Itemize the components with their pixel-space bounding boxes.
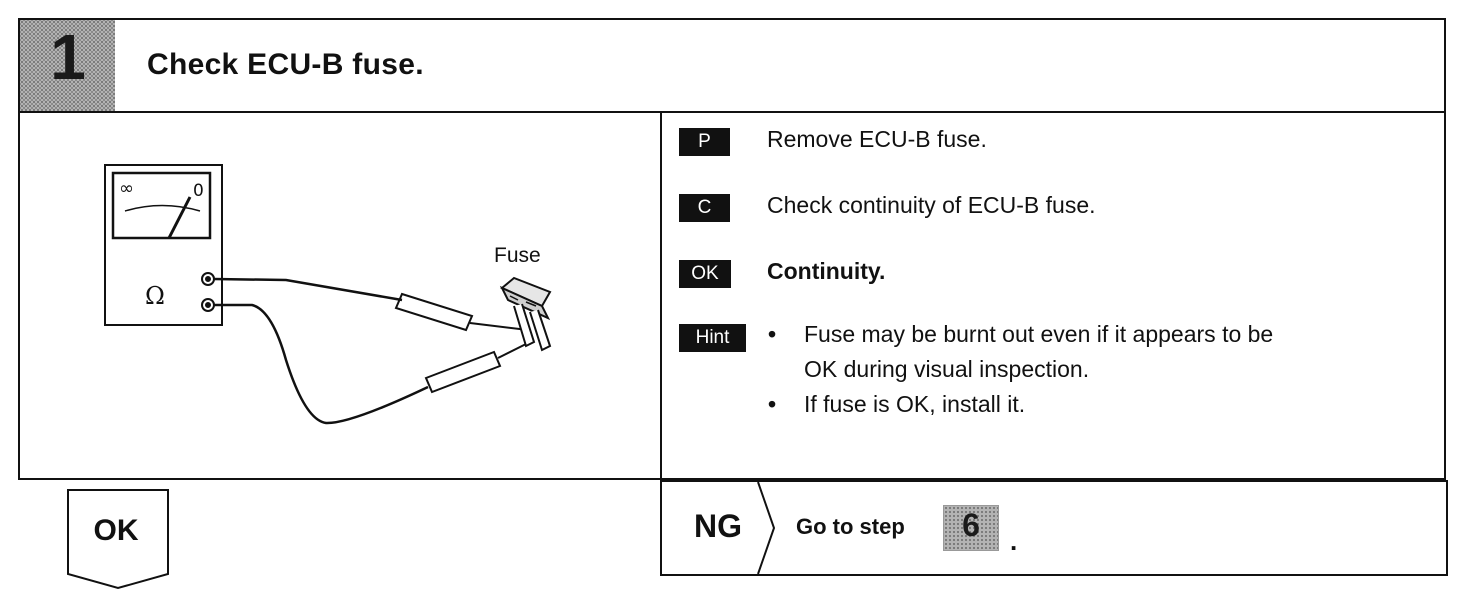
hint-bullet-2: • <box>768 391 777 417</box>
step-number-tile <box>20 20 115 111</box>
ng-result-label: NG <box>694 508 742 544</box>
meter-needle <box>167 196 192 239</box>
probe-top <box>394 292 474 332</box>
column-divider <box>660 112 662 480</box>
ok-text: Continuity. <box>767 258 886 284</box>
hint-2: If fuse is OK, install it. <box>804 391 1026 417</box>
hint-bullet-1: • <box>768 321 777 347</box>
ohm-symbol: Ω <box>145 282 165 310</box>
hint-1-line-2: OK during visual inspection. <box>804 356 1090 382</box>
goto-step-tile[interactable] <box>943 505 999 551</box>
meter-zero-mark: 0 <box>193 181 204 201</box>
step-box <box>18 18 1446 480</box>
meter-scale <box>124 204 201 212</box>
check-tag-c: C <box>679 194 730 222</box>
hint-tag: Hint <box>679 324 746 352</box>
step-number: 1 <box>50 21 86 93</box>
meter-body <box>104 164 223 326</box>
ok-result-shape <box>67 489 169 590</box>
step-title: Check ECU-B fuse. <box>147 48 424 81</box>
ok-result-label: OK <box>93 514 139 547</box>
lead-top <box>213 277 403 302</box>
fuse-label: Fuse <box>494 244 541 267</box>
check-text-c: Check continuity of ECU-B fuse. <box>767 192 1096 218</box>
procedure-tag-p: P <box>679 128 730 156</box>
header-divider <box>18 111 1446 113</box>
goto-step-number[interactable]: 6 <box>962 507 980 543</box>
procedure-text-p: Remove ECU-B fuse. <box>767 126 987 152</box>
ng-result-box <box>660 480 1448 576</box>
probe-bottom <box>424 350 502 394</box>
ok-tag: OK <box>679 260 731 288</box>
ng-chevron-icon <box>757 481 776 575</box>
fuse-body <box>499 276 552 352</box>
hint-1-line-1: Fuse may be burnt out even if it appears… <box>804 321 1274 347</box>
ohmmeter-fuse-diagram: ∞ 0 Ω <box>104 164 552 425</box>
meter-infinity-mark: ∞ <box>119 178 134 199</box>
goto-step-period: . <box>1010 526 1018 556</box>
goto-step-text: Go to step <box>796 514 905 539</box>
meter-dial-window <box>111 171 212 240</box>
lead-bottom <box>214 303 429 425</box>
